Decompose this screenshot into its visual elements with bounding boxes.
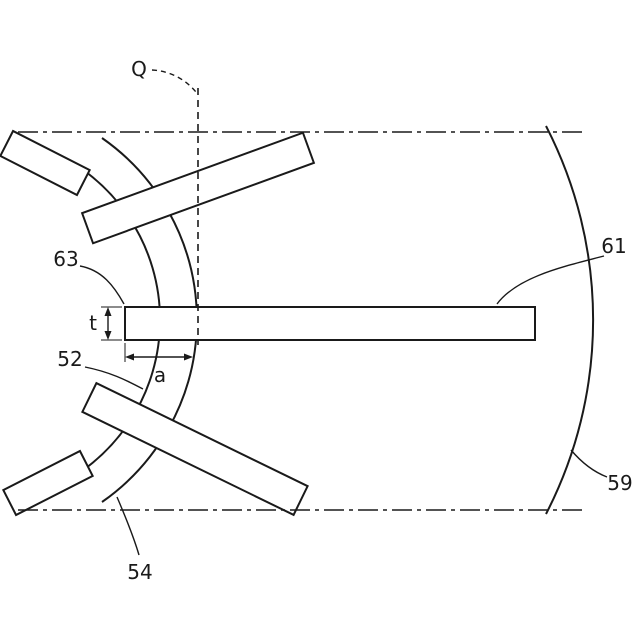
a-arrow-left-icon (125, 353, 134, 361)
magnet-bottom-left-small (1, 449, 95, 517)
q-leader-line (151, 69, 197, 93)
leader-52 (84, 366, 144, 390)
leader-63 (79, 265, 125, 305)
magnet-bottom-long (81, 381, 309, 517)
label-54: 54 (127, 560, 152, 584)
plate-61 (124, 306, 536, 341)
magnet-rect (1, 449, 95, 517)
label-q: Q (131, 57, 147, 81)
magnet-rect (81, 381, 309, 517)
a-arrow-right-icon (184, 353, 193, 361)
label-63: 63 (53, 247, 78, 271)
label-t: t (89, 311, 97, 335)
magnet-rect (0, 129, 92, 197)
outer-circumference-arc (545, 125, 595, 515)
t-arrow-down-icon (104, 331, 112, 340)
label-61: 61 (601, 234, 626, 258)
leader-61 (496, 255, 605, 305)
label-a: a (154, 363, 166, 387)
leader-59 (570, 449, 608, 478)
magnet-top-left-small (0, 129, 92, 197)
label-59: 59 (607, 471, 632, 495)
t-arrow-up-icon (104, 307, 112, 316)
leader-54 (116, 496, 140, 556)
label-52: 52 (57, 347, 82, 371)
